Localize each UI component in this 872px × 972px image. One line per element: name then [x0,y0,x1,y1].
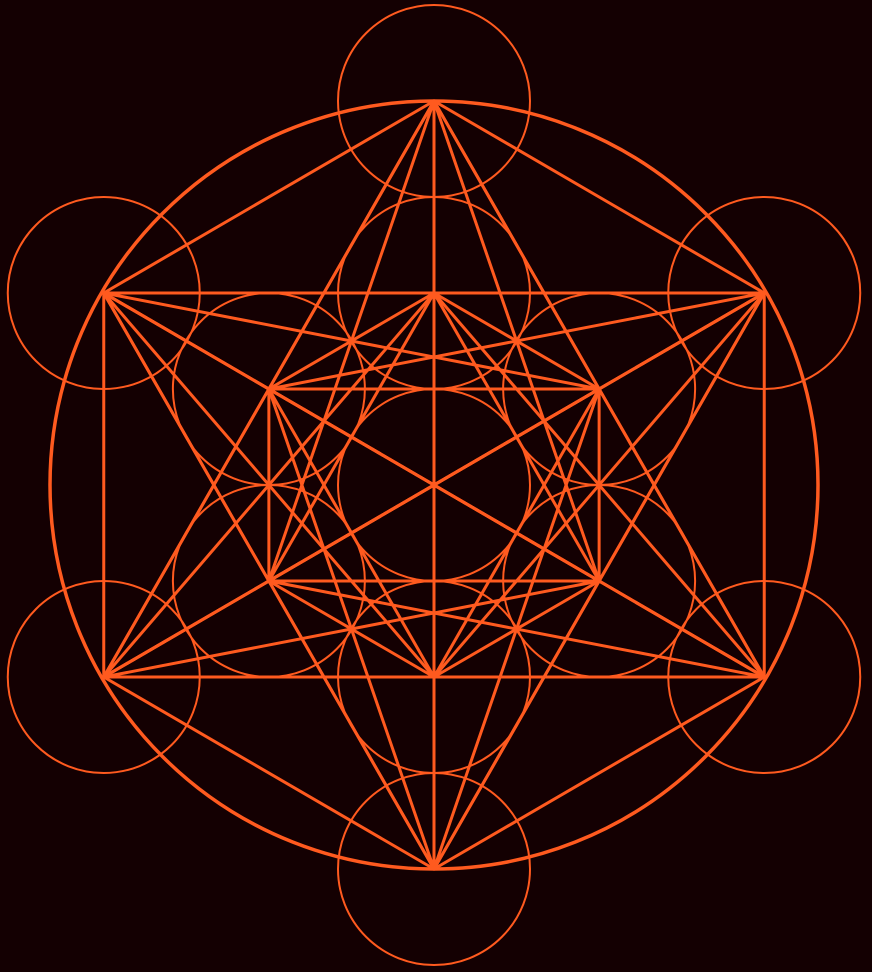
metatrons-cube-canvas [0,0,872,972]
metatrons-cube-figure [0,0,872,972]
